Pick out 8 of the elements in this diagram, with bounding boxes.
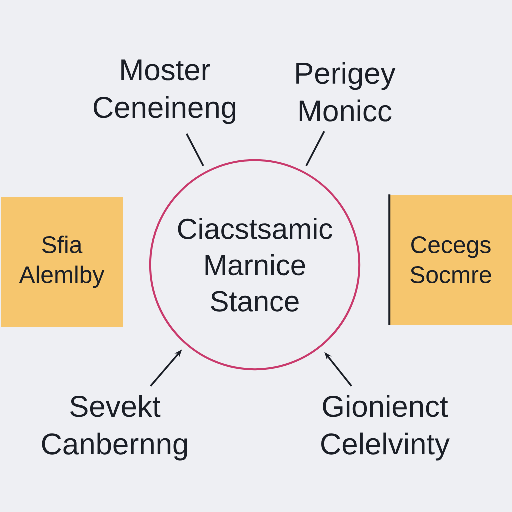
note-box: Sfia Alemlby bbox=[1, 197, 123, 327]
connector-line bbox=[186, 134, 204, 166]
label-text: Gionienct Celelvinty bbox=[322, 395, 450, 461]
note-box: Cecegs Socmre bbox=[388, 194, 512, 326]
connector-line bbox=[306, 131, 326, 166]
label-text: Moster Ceneineng bbox=[94, 60, 236, 124]
label-text: Perigey Monicc bbox=[296, 62, 396, 122]
label-text: Sevekt Canbernng bbox=[42, 395, 188, 461]
